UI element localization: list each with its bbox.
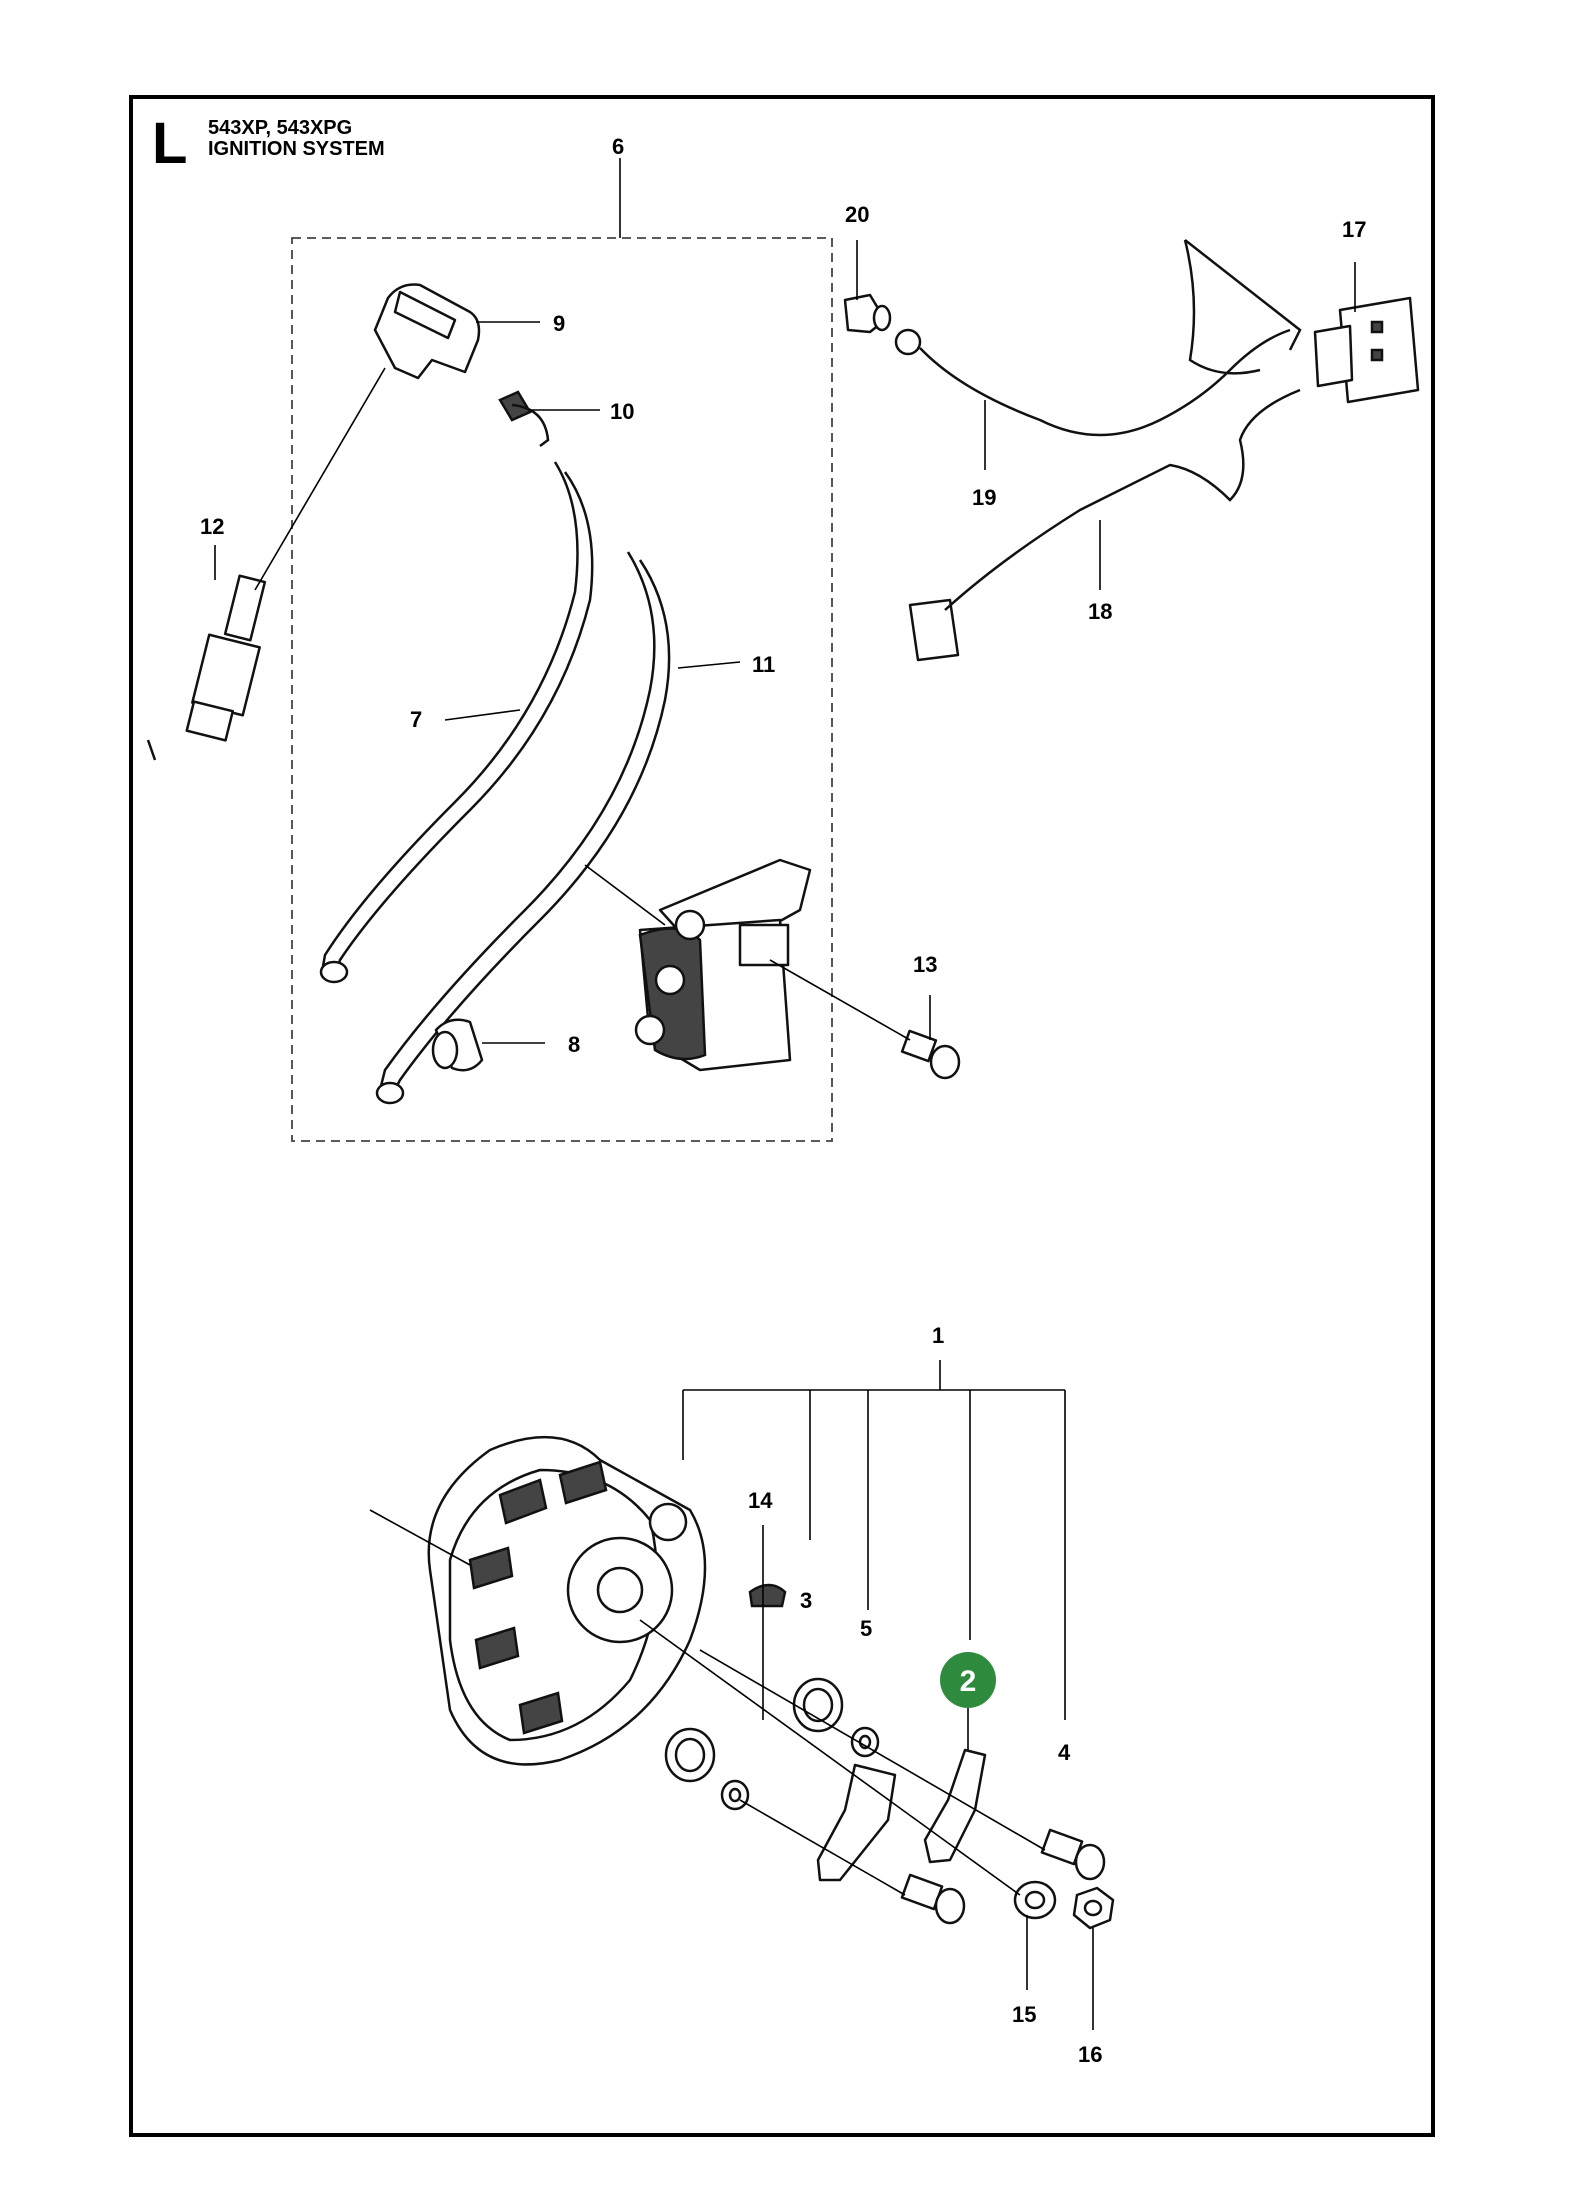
badge-label: 2: [960, 1665, 977, 1698]
part-8-grommet[interactable]: [431, 1018, 484, 1072]
leader-11: [677, 661, 741, 669]
callout-17: 17: [1342, 217, 1366, 242]
diagram-title: IGNITION SYSTEM: [208, 138, 385, 160]
callout-7: 7: [410, 707, 422, 732]
callout-1: 1: [932, 1323, 944, 1348]
callout-20: 20: [845, 202, 869, 227]
leader-path-c: [739, 1799, 906, 1896]
callout-9: 9: [553, 311, 565, 336]
callout-5: 5: [860, 1616, 872, 1641]
callout-13: 13: [913, 952, 937, 977]
part-13-screw[interactable]: [900, 1029, 961, 1080]
ignition-module[interactable]: [634, 858, 812, 1072]
callout-4: 4: [1058, 1740, 1071, 1765]
part-2-badge: 2: [940, 1652, 996, 1708]
leader-12-cap: [254, 367, 386, 591]
part-3-spring[interactable]: [664, 1677, 844, 1783]
part-14-woodruff-key[interactable]: [748, 1583, 787, 1608]
part-19-ground-wire[interactable]: [894, 328, 1291, 437]
callout-8: 8: [568, 1032, 580, 1057]
section-letter: L: [152, 111, 188, 176]
callout-16: 16: [1078, 2042, 1102, 2067]
part-12-spark-plug[interactable]: [146, 574, 267, 761]
part-4-screw[interactable]: [900, 1828, 1106, 1925]
part-7-ignition-lead[interactable]: [333, 471, 594, 976]
part-7-lead-end: [319, 960, 349, 984]
title-block: 543XP, 543XPG IGNITION SYSTEM: [208, 118, 385, 160]
part-18-stop-wire[interactable]: [908, 388, 1301, 662]
leader-path-b: [639, 1619, 1021, 1896]
badge-circle: [940, 1652, 996, 1708]
part-7-ignition-lead-outline: [320, 461, 579, 973]
leader-path-a: [699, 1649, 1046, 1851]
callout-15: 15: [1012, 2002, 1036, 2027]
flywheel-pawl[interactable]: [816, 1763, 897, 1882]
callout-19: 19: [972, 485, 996, 510]
kit-boundary: [291, 237, 833, 1142]
callout-12: 12: [200, 514, 224, 539]
leader-module: [584, 864, 666, 926]
part-11-lead-end: [375, 1081, 405, 1105]
callout-14: 14: [748, 1488, 773, 1513]
leader-1-main: [369, 1509, 471, 1566]
leader-7: [444, 709, 521, 721]
callout-11: 11: [752, 652, 775, 677]
part-20-terminal[interactable]: [843, 293, 892, 334]
callout-10: 10: [610, 399, 634, 424]
diagram-frame: [129, 95, 1435, 2137]
part-11-ignition-lead-outline: [378, 551, 656, 1091]
part-15-washer[interactable]: [1013, 1880, 1057, 1920]
part-5-washer[interactable]: [720, 1726, 880, 1811]
part-16-nut[interactable]: [1072, 1886, 1115, 1930]
part-1-flywheel[interactable]: [427, 1435, 707, 1766]
part-11-ignition-lead[interactable]: [390, 559, 671, 1096]
part-10-spring-clip[interactable]: [498, 390, 550, 447]
part-2-pawl-plate[interactable]: [923, 1748, 987, 1864]
part-17-stop-switch[interactable]: [1183, 239, 1420, 404]
model-numbers: 543XP, 543XPG: [208, 117, 353, 139]
part-9-spark-plug-cap[interactable]: [373, 283, 481, 380]
callout-6: 6: [612, 134, 624, 159]
leader-13-path: [769, 959, 911, 1041]
callout-18: 18: [1088, 599, 1112, 624]
callout-3: 3: [800, 1588, 812, 1613]
